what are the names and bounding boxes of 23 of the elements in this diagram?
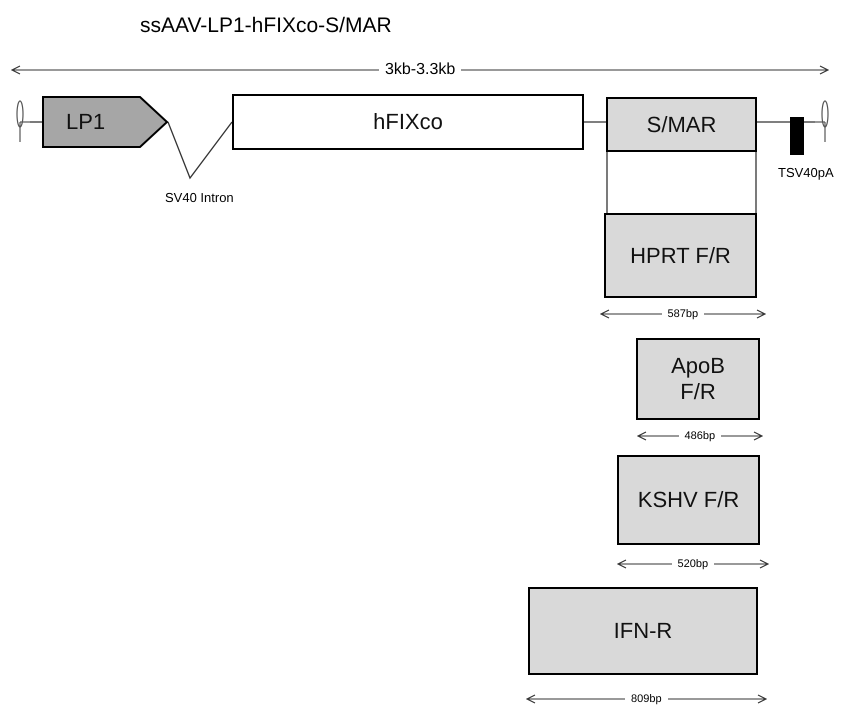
gene-box: KSHV F/R [617,455,760,545]
gene-box: ApoB F/R [636,338,760,420]
gene-box: S/MAR [606,97,757,152]
connector-line [30,121,42,123]
edge-label: SV40 Intron [165,190,234,205]
dimension-label: 809bp [625,693,668,705]
connector-line [606,151,757,214]
dimension-label: 520bp [672,558,714,570]
hairpin-loop-icon [14,100,30,144]
connector-line [584,121,606,123]
polya-bar [790,117,804,155]
dimension-label: 486bp [678,430,722,442]
connector-line [757,121,790,123]
promoter-arrow-box: LP1 [42,96,168,148]
hairpin-loop-icon [815,100,831,144]
connector-line [167,122,233,180]
title: ssAAV-LP1-hFIXco-S/MAR [140,14,392,38]
dimension-label: 587bp [662,308,704,320]
element-label: TSV40pA [778,165,834,180]
gene-box: hFIXco [232,94,584,150]
connector-line [804,121,815,123]
gene-box: HPRT F/R [604,213,757,298]
gene-box: IFN-R [528,587,758,675]
